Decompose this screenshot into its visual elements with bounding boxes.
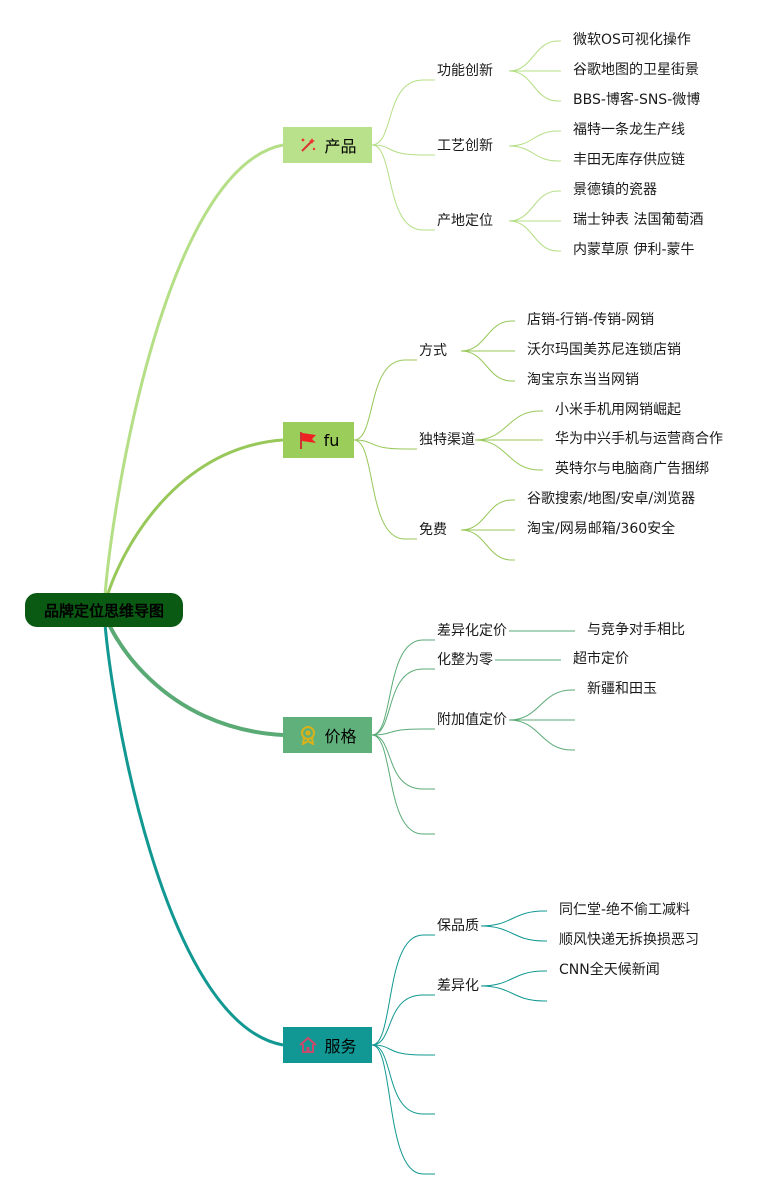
sub-link bbox=[353, 439, 417, 540]
branch-label: 产品 bbox=[324, 137, 357, 156]
leaf-link bbox=[508, 719, 575, 751]
sub-link bbox=[371, 728, 435, 736]
branch-node[interactable]: 价格 bbox=[283, 717, 372, 753]
sub-topic[interactable]: 方式 bbox=[419, 343, 447, 359]
leaf-link bbox=[508, 70, 561, 102]
sub-link bbox=[371, 1044, 435, 1056]
leaf-link bbox=[508, 145, 561, 162]
branch-label: 服务 bbox=[324, 1037, 357, 1056]
branch-link bbox=[102, 609, 284, 737]
sub-link bbox=[371, 668, 435, 736]
leaf-topic[interactable]: 超市定价 bbox=[573, 651, 629, 667]
leaf-topic[interactable]: 同仁堂-绝不偷工减料 bbox=[559, 902, 691, 918]
house-icon bbox=[298, 1035, 318, 1055]
leaf-topic[interactable]: 沃尔玛国美苏尼连锁店销 bbox=[527, 342, 681, 358]
sub-topic[interactable]: 产地定位 bbox=[437, 213, 493, 229]
leaf-link bbox=[508, 220, 561, 252]
sub-topic[interactable]: 差异化定价 bbox=[437, 623, 507, 639]
leaf-topic[interactable]: 景德镇的瓷器 bbox=[573, 182, 657, 198]
sub-topic[interactable]: 工艺创新 bbox=[437, 138, 493, 154]
leaf-link bbox=[480, 910, 547, 927]
leaf-link bbox=[508, 130, 561, 147]
leaf-link bbox=[474, 410, 543, 441]
leaf-topic[interactable]: 淘宝/网易邮箱/360安全 bbox=[527, 521, 676, 537]
award-medal-icon bbox=[298, 725, 318, 746]
leaf-topic[interactable]: 店销-行销-传销-网销 bbox=[527, 312, 655, 328]
leaf-topic[interactable]: 淘宝京东当当网销 bbox=[527, 372, 639, 388]
leaf-link bbox=[508, 689, 575, 721]
leaf-topic[interactable]: 微软OS可视化操作 bbox=[573, 32, 691, 48]
leaf-topic[interactable]: 英特尔与电脑商广告捆绑 bbox=[555, 461, 709, 477]
leaf-link bbox=[480, 985, 547, 1002]
sub-link bbox=[371, 144, 435, 156]
leaf-topic[interactable]: 与竞争对手相比 bbox=[587, 622, 685, 638]
leaf-topic[interactable]: 谷歌地图的卫星街景 bbox=[573, 62, 699, 78]
root-node[interactable]: 品牌定位思维导图 bbox=[25, 593, 183, 627]
sub-link bbox=[371, 734, 435, 835]
sub-link bbox=[371, 994, 435, 1046]
leaf-topic[interactable]: BBS-博客-SNS-微博 bbox=[573, 92, 701, 108]
sub-topic[interactable]: 附加值定价 bbox=[437, 712, 507, 728]
branch-link bbox=[102, 438, 284, 611]
leaf-link bbox=[474, 439, 543, 471]
leaf-topic[interactable]: 瑞士钟表 法国葡萄酒 bbox=[573, 212, 704, 228]
branch-label: fu bbox=[323, 430, 340, 450]
sub-link bbox=[371, 144, 435, 231]
sub-link bbox=[353, 359, 417, 441]
leaf-topic[interactable]: 小米手机用网销崛起 bbox=[555, 402, 681, 418]
branch-node[interactable]: 服务 bbox=[283, 1027, 372, 1063]
sub-link bbox=[371, 734, 435, 790]
leaf-link bbox=[480, 925, 547, 942]
leaf-link bbox=[460, 529, 515, 561]
leaf-topic[interactable]: 顺风快递无拆换损恶习 bbox=[559, 932, 699, 948]
sub-topic[interactable]: 功能创新 bbox=[437, 63, 493, 79]
branch-node[interactable]: 产品 bbox=[283, 127, 372, 163]
branch-link bbox=[102, 609, 284, 1047]
leaf-topic[interactable]: 内蒙草原 伊利-蒙牛 bbox=[573, 242, 695, 258]
leaf-topic[interactable]: 福特一条龙生产线 bbox=[573, 122, 685, 138]
branch-link bbox=[102, 143, 284, 611]
branch-label: 价格 bbox=[324, 727, 357, 746]
branch-node[interactable]: fu bbox=[283, 422, 354, 458]
leaf-link bbox=[508, 40, 561, 72]
sub-link bbox=[371, 639, 435, 736]
sub-topic[interactable]: 化整为零 bbox=[437, 652, 493, 668]
sub-topic[interactable]: 差异化 bbox=[437, 978, 479, 994]
sub-link bbox=[371, 1044, 435, 1115]
leaf-topic[interactable]: 华为中兴手机与运营商合作 bbox=[555, 431, 723, 447]
leaf-link bbox=[508, 190, 561, 222]
magic-wand-icon bbox=[298, 135, 318, 155]
sub-link bbox=[353, 439, 417, 450]
red-flag-icon bbox=[298, 430, 318, 450]
sub-topic[interactable]: 独特渠道 bbox=[419, 432, 475, 448]
sub-topic[interactable]: 免费 bbox=[419, 522, 447, 538]
root-label: 品牌定位思维导图 bbox=[43, 601, 164, 620]
leaf-topic[interactable]: 谷歌搜索/地图/安卓/浏览器 bbox=[527, 491, 696, 507]
leaf-link bbox=[460, 499, 515, 531]
leaf-topic[interactable]: 丰田无库存供应链 bbox=[573, 152, 685, 168]
sub-link bbox=[371, 79, 435, 146]
sub-topic[interactable]: 保品质 bbox=[437, 918, 479, 934]
leaf-link bbox=[460, 350, 515, 382]
sub-link bbox=[371, 934, 435, 1046]
leaf-link bbox=[480, 970, 547, 987]
leaf-link bbox=[460, 320, 515, 352]
sub-link bbox=[371, 1044, 435, 1175]
leaf-topic[interactable]: 新疆和田玉 bbox=[587, 681, 657, 697]
leaf-topic[interactable]: CNN全天候新闻 bbox=[559, 962, 660, 978]
